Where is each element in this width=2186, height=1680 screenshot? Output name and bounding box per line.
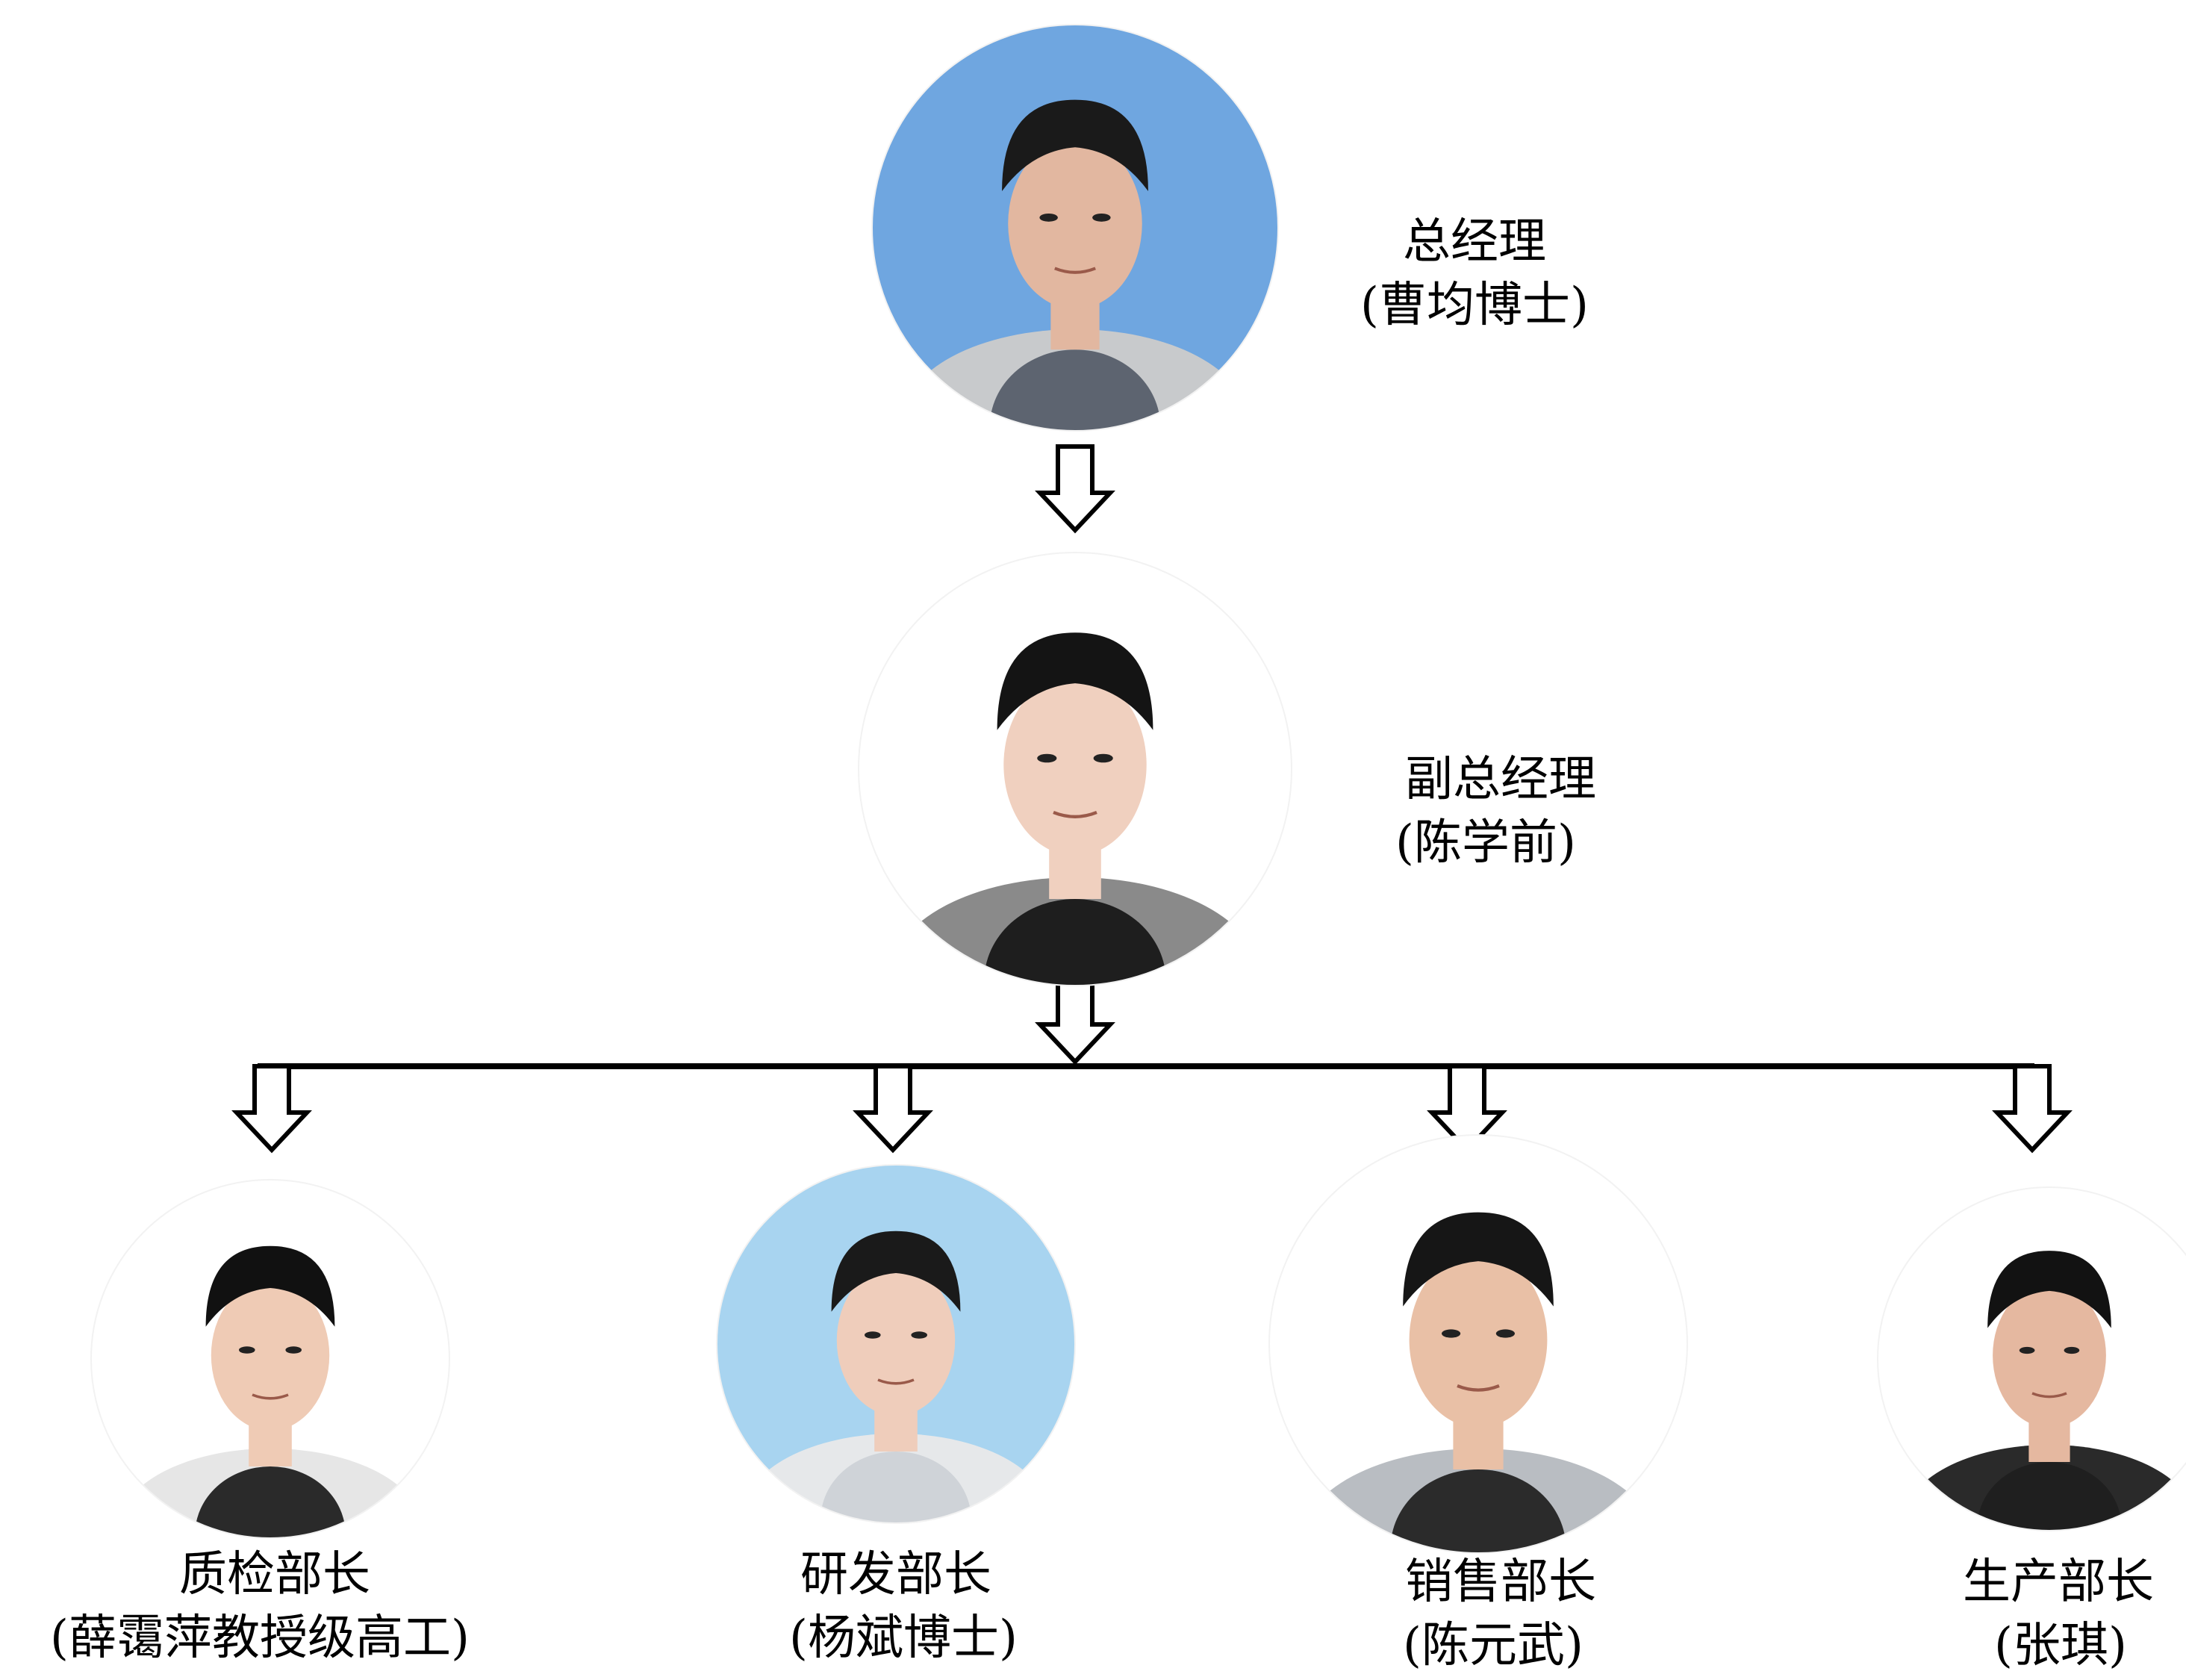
- portrait-right-eye: [1495, 1329, 1515, 1338]
- portrait-right-eye: [911, 1331, 927, 1339]
- portrait-right-eye: [2064, 1346, 2080, 1354]
- node-title-sales: 销售部长: [1405, 1555, 1596, 1610]
- portrait-hair: [997, 632, 1153, 730]
- portrait-left-eye: [1442, 1329, 1461, 1338]
- portrait-face: [1008, 138, 1142, 309]
- node-title-rd: 研发部长: [800, 1547, 991, 1602]
- node-title-qc: 质检部长: [179, 1547, 370, 1602]
- portrait-shirt: [820, 1452, 971, 1523]
- portrait-face: [836, 1265, 956, 1416]
- portrait-shirt: [984, 899, 1166, 986]
- portrait-mouth: [252, 1393, 289, 1400]
- portrait-face: [1003, 673, 1147, 856]
- arrow-to-qc: [231, 1064, 312, 1154]
- portrait-mouth: [2031, 1392, 2067, 1399]
- portrait-face: [211, 1280, 330, 1431]
- arrows: [231, 444, 2073, 1154]
- portrait-shirt: [1390, 1469, 1566, 1553]
- portrait-face: [1993, 1283, 2106, 1428]
- node-title-vgm: 副总经理: [1405, 752, 1596, 807]
- portrait-shirt: [195, 1466, 346, 1538]
- node-title-gm: 总经理: [1403, 214, 1546, 270]
- arrow-vgm-branch: [1035, 976, 1115, 1065]
- portrait-outline: [1268, 1134, 1688, 1554]
- portrait-mouth: [877, 1378, 915, 1385]
- portrait-outline: [1877, 1186, 2186, 1531]
- node-name-rd: (杨斌博士): [789, 1611, 1018, 1666]
- portrait-face: [1409, 1251, 1548, 1428]
- portrait-gm: [872, 25, 1278, 431]
- portrait-left-eye: [239, 1346, 255, 1354]
- portrait-vgm: [859, 553, 1292, 986]
- labels: 总经理 (曹均博士) 副总经理 (陈学前) 质检部长 (薛霭萍教授级高工) 研发…: [50, 214, 2154, 1673]
- portrait-left-eye: [865, 1331, 881, 1339]
- portrait-outline: [871, 24, 1279, 432]
- portrait-right-eye: [1092, 213, 1111, 222]
- portrait-qc: [91, 1180, 449, 1538]
- portrait-prod: [1878, 1187, 2186, 1531]
- portrait-outline: [716, 1164, 1076, 1524]
- portrait-hair: [831, 1231, 961, 1312]
- node-title-prod: 生产部长: [1963, 1555, 2154, 1610]
- portrait-right-eye: [285, 1346, 302, 1354]
- arrow-to-rd: [853, 1064, 933, 1154]
- portrait-left-eye: [2019, 1346, 2035, 1354]
- node-name-vgm: (陈学前): [1395, 815, 1576, 871]
- node-name-sales: (陈元武): [1403, 1618, 1584, 1673]
- node-name-prod: (张琪): [1994, 1618, 2127, 1673]
- portrait-hair: [1002, 99, 1148, 192]
- portrait-outline: [90, 1179, 450, 1539]
- node-name-gm: (曹均博士): [1360, 278, 1589, 333]
- portrait-hair: [205, 1245, 335, 1327]
- arrow-gm-vgm: [1035, 444, 1115, 534]
- portrait-shirt: [989, 349, 1161, 431]
- arrow-to-prod: [1992, 1064, 2073, 1154]
- portraits: [90, 24, 2186, 1554]
- portrait-right-eye: [1093, 753, 1113, 763]
- portrait-hair: [1987, 1251, 2111, 1328]
- node-name-qc: (薛霭萍教授级高工): [50, 1611, 470, 1666]
- arrow-to-sales: [1427, 1064, 1507, 1154]
- portrait-hair: [1403, 1212, 1554, 1307]
- portrait-left-eye: [1039, 213, 1058, 222]
- portrait-mouth: [1457, 1384, 1500, 1392]
- portrait-left-eye: [1037, 753, 1057, 763]
- portrait-mouth: [1053, 810, 1097, 818]
- portrait-mouth: [1054, 267, 1096, 274]
- portrait-sales: [1269, 1135, 1687, 1553]
- portrait-shirt: [1977, 1462, 2122, 1531]
- portrait-outline: [858, 552, 1292, 986]
- portrait-rd: [717, 1165, 1075, 1523]
